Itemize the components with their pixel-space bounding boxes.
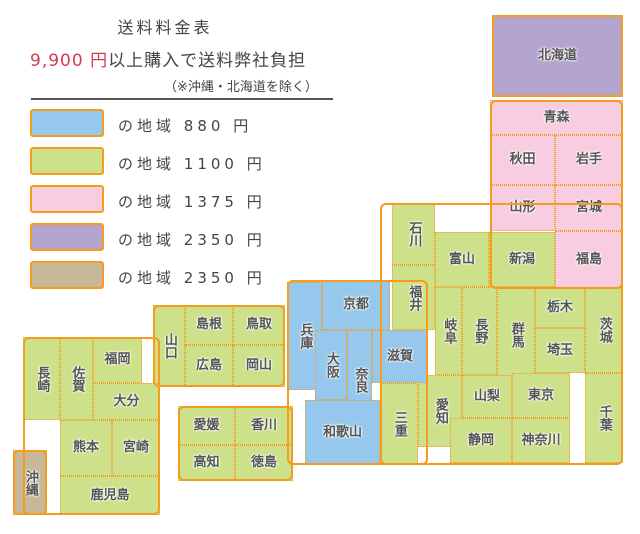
prefecture: 三重 (380, 383, 418, 465)
prefecture: 沖縄 (13, 450, 47, 515)
prefecture: 福井 (392, 265, 435, 330)
legend-text: の地域 2350 円 (118, 267, 266, 288)
legend-text: の地域 880 円 (118, 115, 252, 136)
legend-text: の地域 2350 円 (118, 229, 266, 250)
prefecture: 秋田 (490, 135, 555, 185)
prefecture: 徳島 (235, 445, 293, 481)
free-shipping-text: 以上購入で送料弊社負担 (108, 51, 307, 71)
prefecture: 石川 (392, 203, 435, 265)
prefecture: 新潟 (489, 232, 555, 287)
page-title: 送料料金表 (117, 18, 213, 37)
legend-item: の地域 1375 円 (30, 185, 330, 217)
legend-price: 1375 円 (183, 193, 266, 211)
prefecture: 島根 (185, 305, 233, 345)
legend-item: の地域 1100 円 (30, 147, 330, 179)
prefecture: 山形 (490, 185, 555, 231)
legend-label: の地域 (118, 231, 176, 249)
legend-label: の地域 (118, 193, 176, 211)
legend-item: の地域 2350 円 (30, 223, 330, 255)
prefecture: 埼玉 (535, 328, 585, 373)
legend-price: 1100 円 (183, 155, 266, 173)
prefecture: 茨城 (585, 287, 623, 373)
prefecture: 東京 (512, 373, 570, 418)
prefecture: 宮城 (555, 185, 623, 231)
legend-label: の地域 (118, 155, 176, 173)
legend-text: の地域 1375 円 (118, 191, 266, 212)
prefecture: 長野 (462, 287, 497, 375)
prefecture: 岡山 (233, 345, 285, 387)
prefecture: 岐阜 (435, 287, 462, 375)
legend-label: の地域 (118, 117, 176, 135)
legend-price: 2350 円 (183, 269, 266, 287)
prefecture: 滋賀 (372, 330, 428, 383)
legend-swatch (30, 261, 104, 289)
prefecture: 岩手 (555, 135, 623, 185)
prefecture: 京都 (322, 280, 390, 330)
free-shipping-amount: 9,900 円 (30, 51, 109, 71)
legend-label: の地域 (118, 269, 176, 287)
prefecture: 千葉 (585, 373, 623, 463)
prefecture: 山梨 (462, 375, 512, 418)
prefecture: 栃木 (535, 287, 585, 328)
prefecture: 福島 (555, 231, 623, 289)
prefecture: 広島 (185, 345, 233, 387)
legend-swatch (30, 147, 104, 175)
free-shipping-condition: 9,900 円以上購入で送料弊社負担 (30, 46, 306, 71)
legend-price: 2350 円 (183, 231, 266, 249)
prefecture: 静岡 (450, 418, 512, 463)
prefecture: 福岡 (93, 337, 142, 383)
prefecture: 山口 (153, 305, 185, 387)
prefecture: 宮崎 (112, 420, 160, 476)
divider (31, 98, 333, 100)
legend-text: の地域 1100 円 (118, 153, 266, 174)
prefecture: 大阪 (315, 330, 347, 400)
prefecture: 香川 (235, 406, 293, 445)
prefecture: 群馬 (497, 287, 535, 383)
prefecture: 熊本 (60, 420, 112, 476)
prefecture: 愛媛 (178, 406, 235, 445)
prefecture: 和歌山 (305, 400, 380, 465)
prefecture: 鹿児島 (60, 476, 160, 515)
prefecture: 鳥取 (233, 305, 285, 345)
legend-swatch (30, 185, 104, 213)
exclusion-note: （※沖縄・北海道を除く） (164, 80, 318, 95)
prefecture: 長崎 (23, 337, 60, 420)
legend-item: の地域 2350 円 (30, 261, 330, 293)
prefecture: 北海道 (492, 15, 623, 97)
prefecture: 大分 (93, 383, 160, 420)
prefecture: 富山 (435, 232, 489, 287)
prefecture: 神奈川 (512, 418, 570, 463)
legend-price: 880 円 (183, 117, 253, 135)
legend-item: の地域 880 円 (30, 109, 330, 141)
prefecture: 青森 (490, 100, 623, 135)
prefecture: 高知 (178, 445, 235, 481)
legend-swatch (30, 223, 104, 251)
legend-swatch (30, 109, 104, 137)
prefecture: 佐賀 (60, 337, 93, 420)
